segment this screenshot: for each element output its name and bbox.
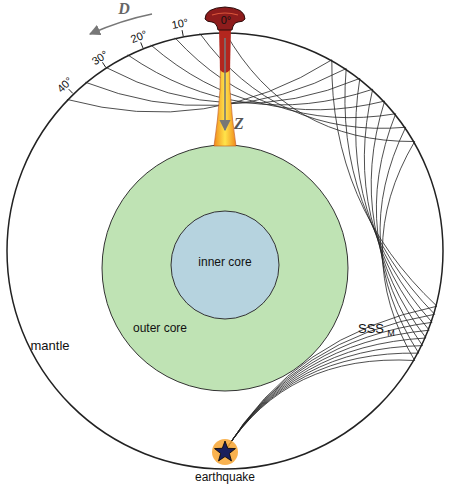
tick-mark (182, 30, 183, 36)
degree-label: 30° (90, 49, 110, 67)
ray-path (200, 33, 419, 451)
seismic-rays (67, 32, 437, 451)
source-label: earthquake (195, 471, 255, 483)
circle-fill (171, 211, 279, 319)
tick-mark (225, 26, 226, 32)
circle-fill (7, 33, 443, 469)
quake-glow (212, 439, 238, 465)
region-label: mantle (30, 339, 69, 352)
depth-arrow (224, 38, 226, 130)
axis-label: D (118, 1, 130, 17)
plume-stem (214, 34, 236, 146)
inner-core-circle: inner core (170, 210, 280, 320)
degree-label: 40° (55, 75, 75, 94)
plume-head (205, 7, 245, 30)
degree-label: 0° (221, 15, 232, 26)
degree-label: 10° (171, 17, 189, 31)
ray-path (106, 67, 432, 451)
region-label: outer core (133, 322, 187, 334)
ray-path (128, 55, 430, 451)
earthquake-star (215, 441, 236, 461)
tick-mark (69, 89, 73, 93)
tick-mark (102, 62, 105, 67)
ray-path (151, 45, 426, 451)
ray-path (67, 60, 437, 451)
plume-head-highlight (212, 13, 238, 15)
outer-core-circle: outer core inner core (101, 144, 349, 392)
ray-path (85, 69, 434, 451)
tick-mark (141, 42, 143, 48)
circle-fill (102, 145, 348, 391)
ray-path (225, 32, 415, 451)
ray-path (175, 38, 423, 451)
distance-arrow (90, 14, 152, 34)
plume-conduit (219, 28, 231, 73)
mantle-plume (205, 7, 245, 146)
region-label: inner core (198, 256, 251, 268)
degree-ticks (69, 26, 225, 93)
degree-label: 20° (129, 29, 149, 45)
mantle-shell: mantle outer core inner core (6, 32, 444, 470)
